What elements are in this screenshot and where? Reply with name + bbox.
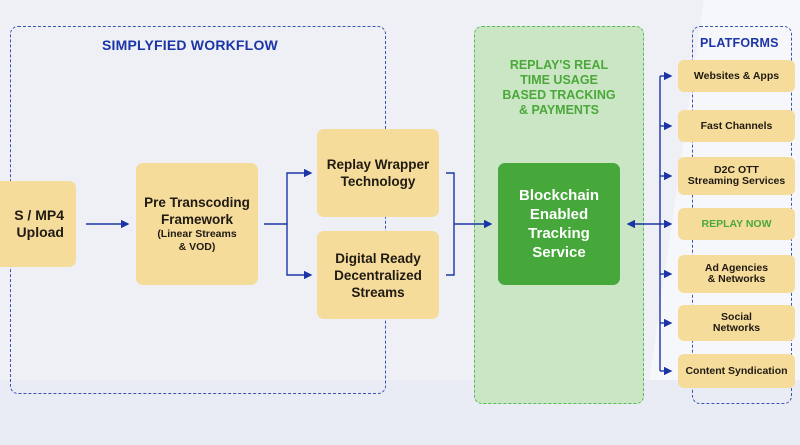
arrow-split-to-digital [286,224,313,280]
pre-transcoding-sub: (Linear Streams [157,228,237,240]
blockchain-service-box: Blockchain Enabled Tracking Service [498,163,620,285]
background-shape [0,380,800,445]
arrow-split-to-wrapper [286,168,313,224]
platform-label: Networks [712,322,761,334]
digital-streams-box: Digital Ready Decentralized Streams [317,231,439,319]
platform-label: Social [721,311,752,323]
platform-label: Content Syndication [685,364,788,377]
pre-transcoding-sub: & VOD) [178,241,216,253]
replay-title: REPLAY'S REAL TIME USAGE BASED TRACKING … [478,58,640,118]
wrapper-line: Replay Wrapper [326,157,430,172]
platform-label: & Networks [707,273,766,285]
replay-title-line: TIME USAGE [520,73,598,87]
digital-line: Streams [351,284,405,300]
service-line: Enabled [529,206,589,223]
replay-title-line: & PAYMENTS [519,103,599,117]
service-line: Tracking [528,225,590,242]
platform-social-networks: Social Networks [678,305,795,341]
wrapper-technology-box: Replay Wrapper Technology [317,129,439,217]
service-line: Blockchain [518,187,600,204]
wrapper-line: Technology [340,174,416,189]
platform-fast-channels: Fast Channels [678,110,795,142]
pre-transcoding-box: Pre Transcoding Framework (Linear Stream… [136,163,258,285]
platform-label: Streaming Services [687,175,786,187]
digital-line: Digital Ready [335,250,421,266]
upload-box: S / MP4 Upload [0,181,76,267]
platform-label: Websites & Apps [693,69,780,82]
platform-label: Ad Agencies [704,262,769,274]
upload-line: S / MP4 [14,207,64,223]
upload-line: Upload [16,224,64,240]
platforms-title: PLATFORMS [700,36,779,50]
pre-transcoding-line: Pre Transcoding [144,195,250,210]
replay-title-line: BASED TRACKING [502,88,616,102]
platform-ad-agencies: Ad Agencies & Networks [678,255,795,293]
platform-label: Fast Channels [700,119,773,132]
platform-websites-apps: Websites & Apps [678,60,795,92]
digital-line: Decentralized [334,267,422,283]
platform-label: REPLAY NOW [701,217,772,230]
replay-title-line: REPLAY'S REAL [509,58,609,72]
platform-content-syndication: Content Syndication [678,354,795,388]
merge-line [446,172,455,276]
platform-replay-now: REPLAY NOW [678,208,795,240]
platform-label: D2C OTT [714,164,759,176]
service-line: Service [532,244,586,261]
pre-transcoding-line: Framework [160,212,234,227]
platform-d2c-ott: D2C OTT Streaming Services [678,157,795,195]
workflow-title: SIMPLYFIED WORKFLOW [102,37,278,53]
